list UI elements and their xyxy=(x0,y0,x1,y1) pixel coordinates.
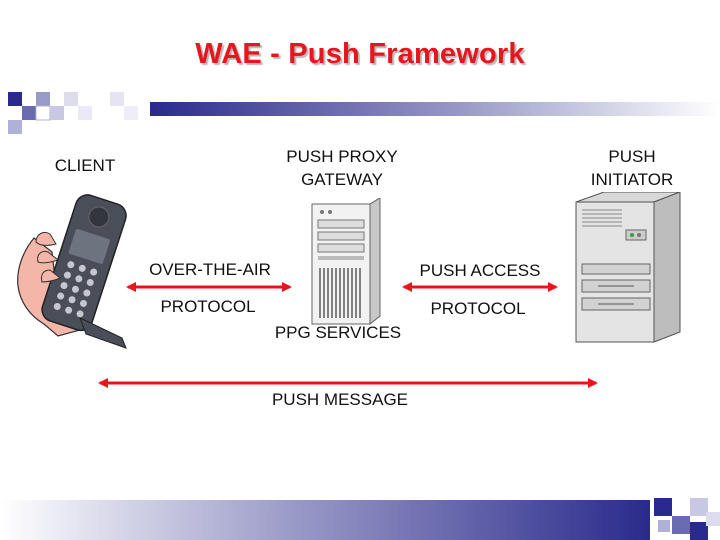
ppg-label-line1: PUSH PROXY xyxy=(286,147,398,166)
pi-label-line1: PUSH xyxy=(608,147,656,166)
ppg-services-label: PPG SERVICES xyxy=(274,323,402,342)
top-left-squares xyxy=(0,90,160,140)
top-decor-bar xyxy=(150,92,720,132)
slide-title: WAE - Push Framework xyxy=(195,38,525,70)
protocol-left-label: PROTOCOL xyxy=(160,297,256,316)
phone-in-hand-icon xyxy=(14,190,129,350)
ppg-label-line2: GATEWAY xyxy=(301,170,383,189)
over-the-air-label: OVER-THE-AIR xyxy=(149,260,271,279)
push-access-label: PUSH ACCESS xyxy=(419,261,541,280)
bottom-decor-bar xyxy=(0,498,720,540)
push-proxy-gateway-label: PUSH PROXY GATEWAY xyxy=(262,145,422,191)
push-initiator-label: PUSH INITIATOR xyxy=(578,145,686,191)
initiator-server-icon xyxy=(574,192,684,346)
pi-label-line2: INITIATOR xyxy=(590,170,674,189)
push-message-label: PUSH MESSAGE xyxy=(271,390,409,409)
gateway-server-icon xyxy=(308,198,388,328)
protocol-right-label: PROTOCOL xyxy=(430,299,526,318)
client-label: CLIENT xyxy=(54,156,116,175)
